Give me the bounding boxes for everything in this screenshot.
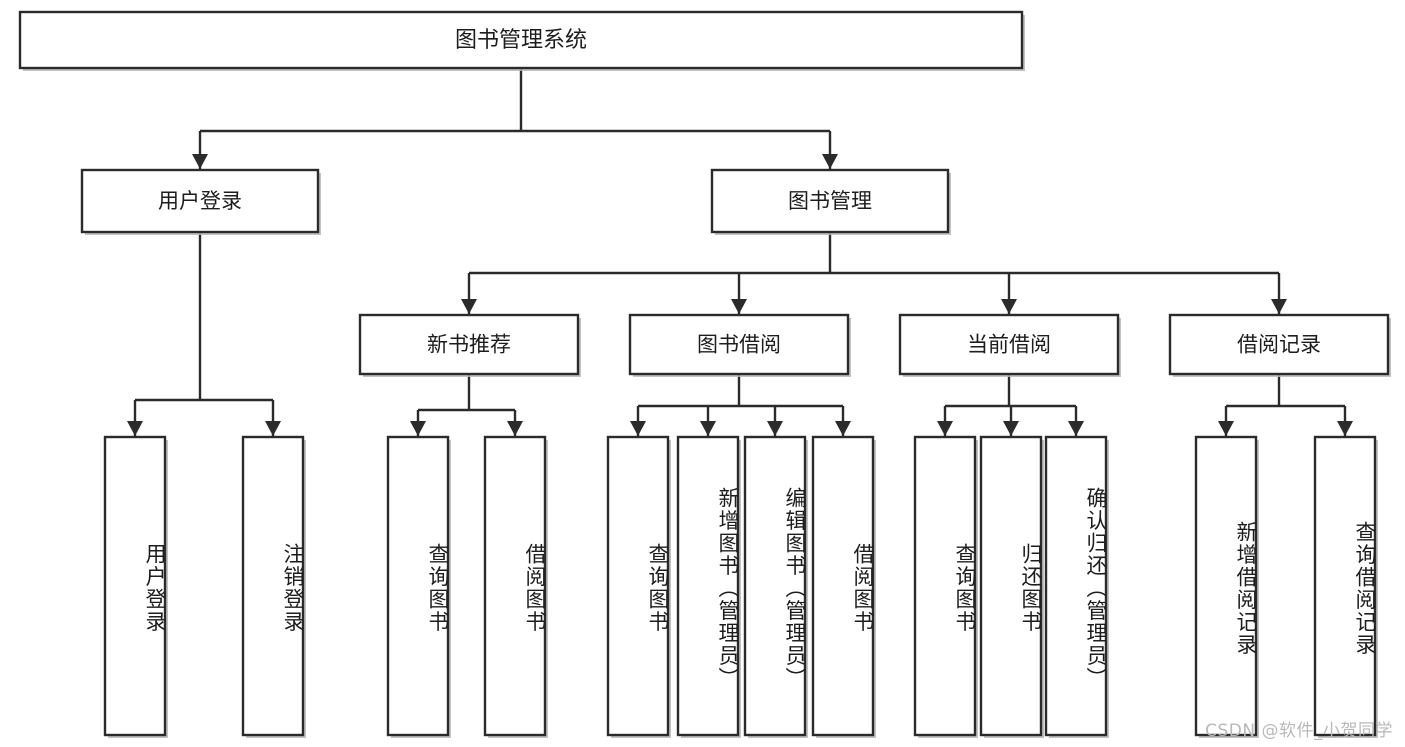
leaf-node-box-9[interactable]: [979, 435, 1043, 737]
level2-node-box-0[interactable]: [80, 168, 320, 234]
root-node-box[interactable]: [18, 10, 1024, 70]
leaf-node-box-5[interactable]: [676, 435, 740, 737]
recommend-to-leaves-arrow-1: [507, 421, 523, 436]
level2-node-box-1[interactable]: [710, 168, 950, 234]
root-to-level2-arrow-1: [822, 154, 838, 169]
recommend-to-leaves-arrow-0: [410, 421, 426, 436]
leaf-node-box-12[interactable]: [1313, 435, 1377, 737]
level3-node-label-2: 当前借阅: [967, 333, 1051, 357]
leaf-node-box-0[interactable]: [103, 435, 167, 737]
records-to-leaves-arrow-1: [1337, 421, 1353, 436]
level3-node-label-3: 借阅记录: [1237, 333, 1321, 357]
leaf-node-box-11[interactable]: [1194, 435, 1258, 737]
level3-node-box-1[interactable]: [628, 313, 850, 376]
current-to-leaves-arrow-1: [1003, 421, 1019, 436]
level3-node-label-1: 图书借阅: [697, 333, 781, 357]
leaf-node-box-4[interactable]: [606, 435, 670, 737]
node-box-layer: [18, 10, 1391, 738]
login-to-leaves-arrow-1: [265, 421, 281, 436]
level3-node-box-3[interactable]: [1168, 313, 1390, 376]
books-to-level3-arrow-3: [1271, 299, 1287, 314]
records-to-leaves-arrow-0: [1218, 421, 1234, 436]
borrow-to-leaves-arrow-2: [767, 421, 783, 436]
leaf-node-box-10[interactable]: [1044, 435, 1108, 737]
books-to-level3-arrow-0: [461, 299, 477, 314]
level3-node-box-0[interactable]: [358, 313, 580, 376]
leaf-node-box-7[interactable]: [811, 435, 875, 737]
borrow-to-leaves-arrow-0: [630, 421, 646, 436]
current-to-leaves-arrow-2: [1068, 421, 1084, 436]
borrow-to-leaves-arrow-3: [835, 421, 851, 436]
leaf-node-box-8[interactable]: [913, 435, 977, 737]
books-to-level3-arrow-2: [1001, 299, 1017, 314]
level2-node-label-1: 图书管理: [788, 189, 872, 213]
connector-layer: [127, 68, 1353, 436]
leaf-node-box-3[interactable]: [483, 435, 547, 737]
csdn-watermark: CSDN @软件_小贺同学: [1205, 721, 1393, 741]
current-to-leaves-arrow-0: [937, 421, 953, 436]
level3-node-label-0: 新书推荐: [427, 333, 511, 357]
root-to-level2-arrow-0: [192, 154, 208, 169]
level2-node-label-0: 用户登录: [158, 189, 242, 213]
login-to-leaves-arrow-0: [127, 421, 143, 436]
leaf-node-box-2[interactable]: [386, 435, 450, 737]
borrow-to-leaves-arrow-1: [700, 421, 716, 436]
root-node-label: 图书管理系统: [455, 28, 587, 53]
books-to-level3-arrow-1: [731, 299, 747, 314]
leaf-node-box-1[interactable]: [241, 435, 305, 737]
level3-node-box-2[interactable]: [898, 313, 1120, 376]
leaf-node-box-6[interactable]: [743, 435, 807, 737]
